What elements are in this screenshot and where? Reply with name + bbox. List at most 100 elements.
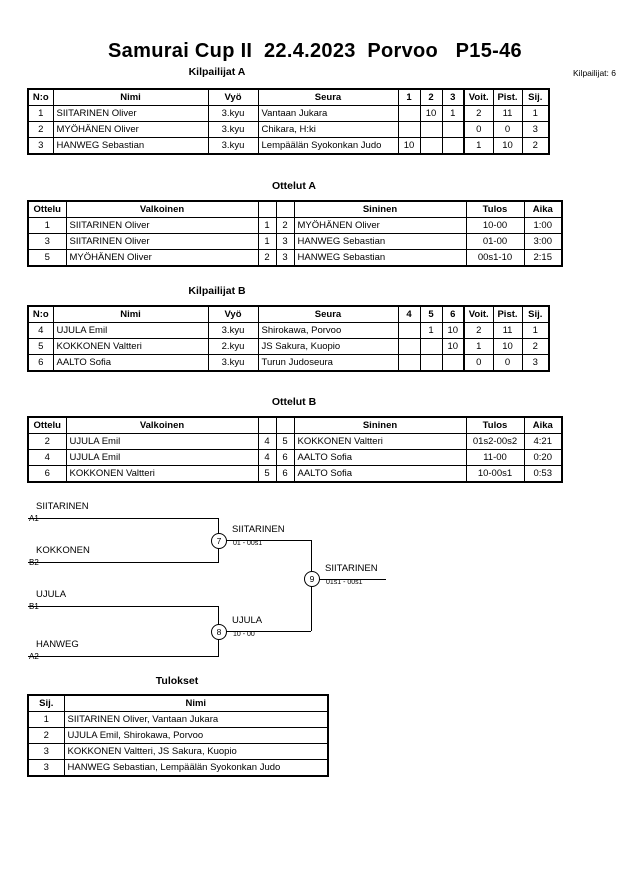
cell-m2 xyxy=(419,354,443,372)
table-row: 1 SIITARINEN Oliver 1 2 MYÖHÄNEN Oliver … xyxy=(27,217,563,234)
results-table: Sij. Nimi 1 SIITARINEN Oliver, Vantaan J… xyxy=(27,694,329,777)
cell-points: 10 xyxy=(492,137,523,155)
cell-no: 6 xyxy=(27,354,54,372)
matches-a-caption: Ottelut A xyxy=(272,180,316,192)
pool-b-caption: Kilpailijat B xyxy=(188,285,246,297)
cell-m3 xyxy=(441,137,465,155)
cell-m1 xyxy=(397,338,421,355)
col-m2: 5 xyxy=(419,305,443,323)
cell-blue: HANWEG Sebastian xyxy=(293,233,467,250)
col-wins: Voit. xyxy=(463,305,494,323)
col-m2: 2 xyxy=(419,88,443,106)
col-time: Aika xyxy=(523,200,563,218)
cell-blue-no: 3 xyxy=(275,249,295,267)
cell-match: 4 xyxy=(27,449,67,466)
cell-belt: 3.kyu xyxy=(207,137,259,155)
col-blue-no xyxy=(275,416,295,434)
cell-blue-no: 2 xyxy=(275,217,295,234)
cell-name: UJULA Emil xyxy=(52,322,209,339)
col-club: Seura xyxy=(257,305,399,323)
cell-time: 2:15 xyxy=(523,249,563,267)
cell-blue: AALTO Sofia xyxy=(293,449,467,466)
col-m1: 4 xyxy=(397,305,421,323)
col-name: Nimi xyxy=(52,88,209,106)
cell-belt: 3.kyu xyxy=(207,354,259,372)
cell-rank: 3 xyxy=(27,743,65,760)
cell-belt: 3.kyu xyxy=(207,322,259,339)
table-row: 3 SIITARINEN Oliver 1 3 HANWEG Sebastian… xyxy=(27,233,563,250)
table-row: 3 HANWEG Sebastian, Lempäälän Syokonkan … xyxy=(27,759,329,777)
cell-white: MYÖHÄNEN Oliver xyxy=(65,249,259,267)
cell-no: 4 xyxy=(27,322,54,339)
cell-rank: 1 xyxy=(521,322,550,339)
pool-a-table: N:o Nimi Vyö Seura 1 2 3 Voit. Pist. Sij… xyxy=(27,88,550,155)
table-row: 2 UJULA Emil, Shirokawa, Porvoo xyxy=(27,727,329,744)
table-row: 6 AALTO Sofia 3.kyu Turun Judoseura 0 0 … xyxy=(27,354,550,372)
bracket-node-9: 9 xyxy=(304,571,320,587)
cell-name: SIITARINEN Oliver xyxy=(52,105,209,122)
cell-blue: MYÖHÄNEN Oliver xyxy=(293,217,467,234)
col-rank: Sij. xyxy=(521,88,550,106)
table-header-row: N:o Nimi Vyö Seura 1 2 3 Voit. Pist. Sij… xyxy=(27,88,550,106)
cell-name: KOKKONEN Valtteri, JS Sakura, Kuopio xyxy=(63,743,329,760)
col-m1: 1 xyxy=(397,88,421,106)
cell-rank: 2 xyxy=(521,137,550,155)
entrant-count-label: Kilpailijat: 6 xyxy=(573,68,616,78)
cell-blue-no: 5 xyxy=(275,433,295,450)
col-m3: 3 xyxy=(441,88,465,106)
cell-m2 xyxy=(419,121,443,138)
tournament-bracket: SIITARINEN A1 KOKKONEN B2 7 SIITARINEN 0… xyxy=(0,495,630,675)
pool-b-table: N:o Nimi Vyö Seura 4 5 6 Voit. Pist. Sij… xyxy=(27,305,550,372)
cell-belt: 2.kyu xyxy=(207,338,259,355)
cell-wins: 0 xyxy=(463,121,494,138)
cell-rank: 3 xyxy=(521,121,550,138)
cell-time: 0:53 xyxy=(523,465,563,483)
bracket-sf2-winner: UJULA xyxy=(232,615,263,626)
cell-wins: 1 xyxy=(463,137,494,155)
cell-name: HANWEG Sebastian xyxy=(52,137,209,155)
cell-result: 10-00 xyxy=(465,217,525,234)
cell-club: JS Sakura, Kuopio xyxy=(257,338,399,355)
bracket-line-entry-2 xyxy=(28,562,218,563)
cell-result: 01s2-00s2 xyxy=(465,433,525,450)
cell-result: 01-00 xyxy=(465,233,525,250)
cell-wins: 2 xyxy=(463,322,494,339)
cell-blue: AALTO Sofia xyxy=(293,465,467,483)
cell-rank: 1 xyxy=(521,105,550,122)
col-points: Pist. xyxy=(492,305,523,323)
cell-blue-no: 6 xyxy=(275,465,295,483)
table-row: 4 UJULA Emil 3.kyu Shirokawa, Porvoo 1 1… xyxy=(27,322,550,339)
table-header-row: Sij. Nimi xyxy=(27,694,329,712)
cell-rank: 2 xyxy=(521,338,550,355)
cell-m1 xyxy=(397,105,421,122)
cell-result: 00s1-10 xyxy=(465,249,525,267)
bracket-line-entry-1 xyxy=(28,518,218,519)
cell-time: 4:21 xyxy=(523,433,563,450)
matches-a-table: Ottelu Valkoinen Sininen Tulos Aika 1 SI… xyxy=(27,200,563,267)
bracket-entry-name-1: SIITARINEN xyxy=(36,501,89,512)
col-result: Tulos xyxy=(465,416,525,434)
col-club: Seura xyxy=(257,88,399,106)
cell-match: 6 xyxy=(27,465,67,483)
cell-no: 1 xyxy=(27,105,54,122)
bracket-line-entry-4 xyxy=(28,656,218,657)
table-header-row: Ottelu Valkoinen Sininen Tulos Aika xyxy=(27,200,563,218)
cell-rank: 3 xyxy=(27,759,65,777)
table-row: 5 KOKKONEN Valtteri 2.kyu JS Sakura, Kuo… xyxy=(27,338,550,355)
table-row: 6 KOKKONEN Valtteri 5 6 AALTO Sofia 10-0… xyxy=(27,465,563,483)
table-header-row: N:o Nimi Vyö Seura 4 5 6 Voit. Pist. Sij… xyxy=(27,305,550,323)
col-white: Valkoinen xyxy=(65,416,259,434)
cell-points: 10 xyxy=(492,338,523,355)
bracket-final-winner: SIITARINEN xyxy=(325,563,378,574)
cell-m1 xyxy=(397,354,421,372)
cell-result: 11-00 xyxy=(465,449,525,466)
pool-a-caption: Kilpailijat A xyxy=(188,66,246,78)
cell-name: KOKKONEN Valtteri xyxy=(52,338,209,355)
cell-name: UJULA Emil, Shirokawa, Porvoo xyxy=(63,727,329,744)
table-row: 3 HANWEG Sebastian 3.kyu Lempäälän Syoko… xyxy=(27,137,550,155)
cell-name: HANWEG Sebastian, Lempäälän Syokonkan Ju… xyxy=(63,759,329,777)
cell-white: UJULA Emil xyxy=(65,449,259,466)
col-m3: 6 xyxy=(441,305,465,323)
cell-result: 10-00s1 xyxy=(465,465,525,483)
cell-white-no: 1 xyxy=(257,233,277,250)
